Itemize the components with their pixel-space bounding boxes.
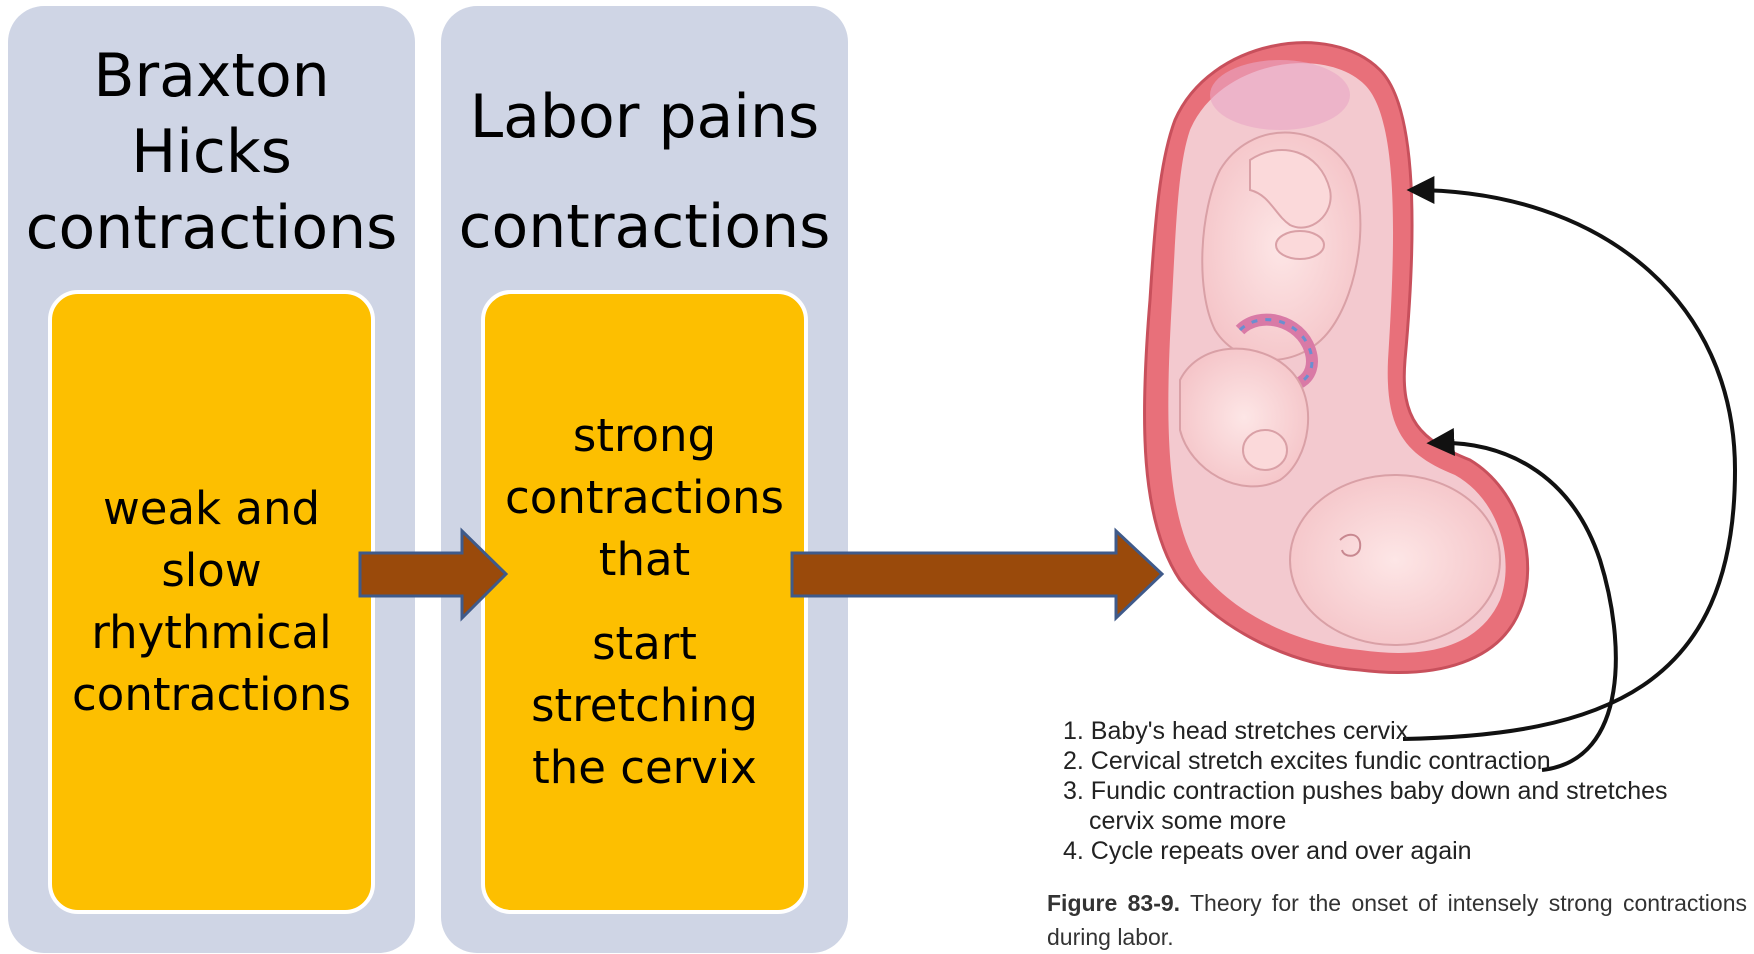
step-item: 4. Cycle repeats over and over again: [1063, 836, 1668, 866]
transition-arrow-1: [360, 531, 506, 618]
step-item: 3. Fundic contraction pushes baby down a…: [1063, 776, 1668, 806]
step-item: 2. Cervical stretch excites fundic contr…: [1063, 746, 1668, 776]
figure-number: Figure 83-9.: [1047, 890, 1180, 916]
uterus-with-fetus-illustration: [1144, 43, 1527, 673]
figure-caption: Figure 83-9. Theory for the onset of int…: [1047, 886, 1747, 954]
transition-arrow-2: [792, 531, 1162, 618]
figure-step-list: 1. Baby's head stretches cervix 2. Cervi…: [1063, 716, 1668, 866]
step-item: 1. Baby's head stretches cervix: [1063, 716, 1668, 746]
step-item: cervix some more: [1063, 806, 1668, 836]
